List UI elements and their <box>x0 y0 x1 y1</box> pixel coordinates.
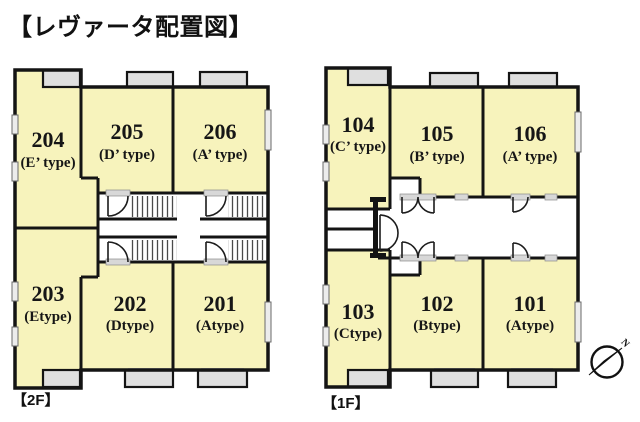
room-102-type: (Btype) <box>413 318 461 334</box>
balcony <box>346 66 390 87</box>
floor-label-1f: 【1F】 <box>322 395 370 412</box>
door-threshold <box>105 258 131 266</box>
window <box>322 161 330 182</box>
stairs <box>130 240 177 260</box>
compass-needle <box>588 347 623 376</box>
room-202-type: (Dtype) <box>106 318 154 334</box>
wall-vent <box>544 193 558 201</box>
wall-vent <box>454 254 469 262</box>
room-101-type: (Atype) <box>506 318 554 334</box>
room-area-101 <box>483 258 578 370</box>
interior-walls-2f <box>15 87 268 370</box>
room-204-number: 204 <box>32 127 65 152</box>
room-area-206 <box>173 87 268 193</box>
room-101-number: 101 <box>514 291 547 316</box>
room-area-201 <box>173 262 268 370</box>
entrance-wall <box>373 199 378 255</box>
room-203-number: 203 <box>32 281 65 306</box>
room-106-number: 106 <box>514 121 547 146</box>
entrance-wall <box>370 197 386 202</box>
entrance-wall <box>370 253 386 258</box>
room-202-number: 202 <box>114 291 147 316</box>
room-area-205 <box>81 87 173 193</box>
wall-vent <box>544 254 558 262</box>
window <box>322 124 330 145</box>
balcony <box>196 368 249 389</box>
room-105-type: (B’ type) <box>409 149 464 165</box>
room-area-106 <box>483 87 578 197</box>
door-threshold <box>203 258 229 266</box>
room-201-number: 201 <box>204 291 237 316</box>
floor-label-2f: 【2F】 <box>12 392 60 409</box>
room-104-type: (C’ type) <box>330 139 386 155</box>
room-area-104 <box>326 68 390 209</box>
page-title: 【レヴァータ配置図】 <box>8 14 253 41</box>
room-area-103 <box>326 250 390 387</box>
window <box>264 109 272 151</box>
window <box>574 111 582 153</box>
balcony <box>123 368 175 389</box>
balcony <box>125 70 175 89</box>
balcony <box>198 70 249 89</box>
window <box>574 301 582 343</box>
compass-north-label: N <box>618 337 632 350</box>
stairs <box>228 196 268 217</box>
balcony <box>428 71 480 89</box>
balcony <box>506 368 558 389</box>
balcony <box>346 368 390 389</box>
room-203-type: (Etype) <box>24 309 72 325</box>
door-swing <box>107 195 227 263</box>
door-threshold <box>105 189 131 197</box>
building-outline-1f <box>324 66 580 389</box>
room-104-number: 104 <box>342 112 375 137</box>
room-204-type: (E’ type) <box>20 155 75 171</box>
room-205-type: (D’ type) <box>99 147 155 163</box>
door-threshold <box>510 254 531 262</box>
room-206-type: (A’ type) <box>193 147 248 163</box>
room-103-number: 103 <box>342 299 375 324</box>
window <box>322 326 330 347</box>
room-area-102 <box>390 258 483 370</box>
wall-vent <box>454 193 469 201</box>
room-102-number: 102 <box>421 291 454 316</box>
interior-walls-1f <box>326 68 578 370</box>
floor-plan-1f: 104 (C’ type) 105 (B’ type) 106 (A’ type… <box>322 66 582 389</box>
window <box>11 114 19 135</box>
compass-icon: N <box>588 337 632 379</box>
balcony <box>41 368 82 389</box>
room-206-number: 206 <box>204 119 237 144</box>
window <box>11 281 19 302</box>
balcony <box>41 68 82 89</box>
door-threshold <box>203 189 229 197</box>
room-201-type: (Atype) <box>196 318 244 334</box>
stairs <box>228 240 268 260</box>
room-area-202 <box>81 262 173 370</box>
building-outline-2f <box>13 68 270 390</box>
floor-plan-2f: 204 (E’ type) 205 (D’ type) 206 (A’ type… <box>11 68 272 390</box>
room-105-number: 105 <box>421 121 454 146</box>
room-area-105 <box>390 87 483 197</box>
window <box>322 284 330 305</box>
window <box>11 161 19 182</box>
room-205-number: 205 <box>111 119 144 144</box>
window <box>264 301 272 343</box>
room-103-type: (Ctype) <box>334 326 382 342</box>
stairs <box>130 196 177 217</box>
room-106-type: (A’ type) <box>503 149 558 165</box>
window <box>11 326 19 347</box>
balcony <box>507 71 559 89</box>
balcony <box>429 368 480 389</box>
door-threshold <box>510 193 531 201</box>
door-swing <box>379 196 529 259</box>
